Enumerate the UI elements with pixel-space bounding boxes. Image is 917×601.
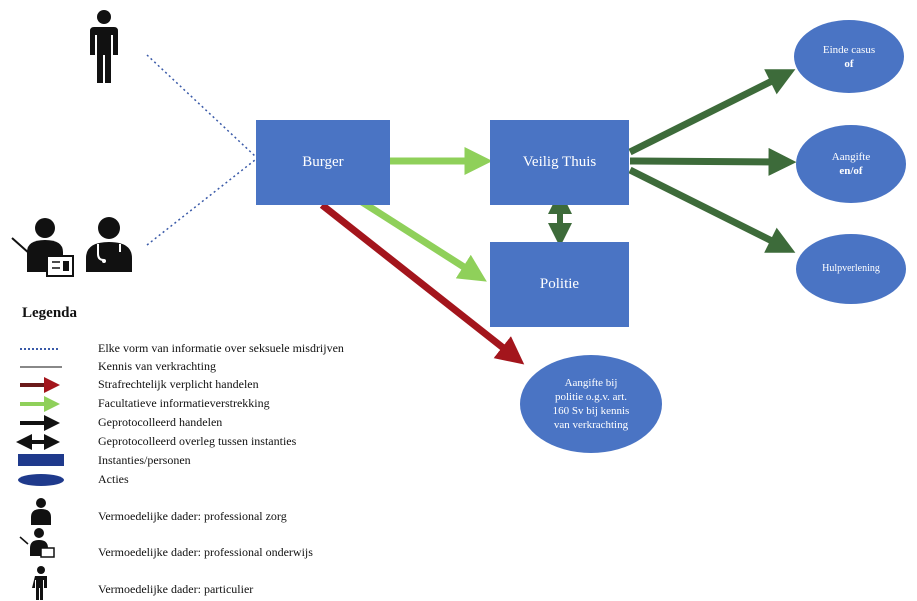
- arrow-vt-hulp: [628, 166, 796, 253]
- doctor-icon: [86, 217, 132, 272]
- legend-label: Vermoedelijke dader: particulier: [98, 582, 254, 596]
- legend-label: Vermoedelijke dader: professional onderw…: [98, 545, 313, 559]
- action-aangifte-line2: en/of: [839, 165, 863, 177]
- legend-item-teacher: Vermoedelijke dader: professional onderw…: [18, 544, 438, 562]
- legend-item-dotted: Elke vorm van informatie over seksuele m…: [18, 340, 438, 358]
- legend-label: Vermoedelijke dader: professional zorg: [98, 509, 287, 523]
- arrow-burger-aangifte: [319, 202, 525, 365]
- action-einde-casus-line1: Einde casus: [822, 43, 876, 56]
- node-politie: Politie: [490, 242, 629, 327]
- legend-label: Geprotocolleerd overleg tussen instantie…: [98, 434, 297, 448]
- action-aangifte-politie: Aangifte bij politie o.g.v. art. 160 Sv …: [520, 355, 662, 453]
- legend-item-black-arrow: Geprotocolleerd handelen: [18, 414, 438, 432]
- action-aangifte-politie-line1: Aangifte bij: [564, 377, 618, 389]
- legend-label: Acties: [98, 472, 129, 486]
- legend-item-red-arrow: Strafrechtelijk verplicht handelen: [18, 376, 438, 394]
- legend-label: Facultatieve informatieverstrekking: [98, 396, 270, 410]
- legend-item-doctor: Vermoedelijke dader: professional zorg: [18, 508, 438, 526]
- legend-doctor-icon: [31, 498, 51, 525]
- legend-item-thin-line: Kennis van verkrachting: [18, 358, 438, 376]
- legend-ellipse-symbol: [18, 474, 64, 486]
- legend-symbols: [16, 348, 64, 600]
- action-aangifte-politie-line4: van verkrachting: [553, 419, 629, 431]
- node-veilig-thuis: Veilig Thuis: [490, 120, 629, 205]
- node-burger: Burger: [256, 120, 390, 205]
- teacher-icon: [11, 218, 74, 277]
- legend-box-symbol: [18, 454, 64, 466]
- dotted-line-professionals: [146, 159, 256, 246]
- node-politie-label: Politie: [539, 276, 580, 292]
- action-aangifte: Aangifte en/of: [796, 125, 906, 203]
- legend-item-lightgreen-arrow: Facultatieve informatieverstrekking: [18, 395, 438, 413]
- action-einde-casus-line2: of: [844, 57, 854, 70]
- legend-person-icon: [32, 566, 47, 600]
- arrow-vt-einde: [628, 69, 796, 156]
- legend-item-box: Instanties/personen: [18, 452, 438, 470]
- action-aangifte-line1: Aangifte: [831, 151, 871, 163]
- node-burger-label: Burger: [302, 154, 344, 170]
- legend-title: Legenda: [22, 305, 78, 321]
- action-hulpverlening: Hulpverlening: [796, 234, 906, 304]
- action-einde-casus: Einde casus of: [794, 20, 904, 93]
- person-icon: [90, 10, 118, 83]
- legend-item-black-double-arrow: Geprotocolleerd overleg tussen instantie…: [18, 433, 438, 451]
- arrow-vt-aangifte: [629, 147, 797, 176]
- node-veilig-thuis-label: Veilig Thuis: [522, 154, 597, 170]
- action-aangifte-politie-line3: 160 Sv bij kennis: [552, 405, 630, 417]
- legend-item-ellipse: Acties: [18, 471, 438, 489]
- action-aangifte-politie-line2: politie o.g.v. art.: [555, 391, 627, 403]
- legend-label: Strafrechtelijk verplicht handelen: [98, 377, 259, 391]
- legend-label: Elke vorm van informatie over seksuele m…: [98, 341, 344, 355]
- action-hulpverlening-line1: Hulpverlening: [822, 263, 880, 274]
- arrow-burger-politie: [360, 199, 487, 282]
- legend-item-person: Vermoedelijke dader: particulier: [18, 581, 438, 599]
- legend-label: Kennis van verkrachting: [98, 359, 216, 373]
- dotted-line-particulier: [146, 54, 256, 157]
- legend-label: Geprotocolleerd handelen: [98, 415, 223, 429]
- legend-teacher-icon: [19, 528, 55, 558]
- legend-label: Instanties/personen: [98, 453, 191, 467]
